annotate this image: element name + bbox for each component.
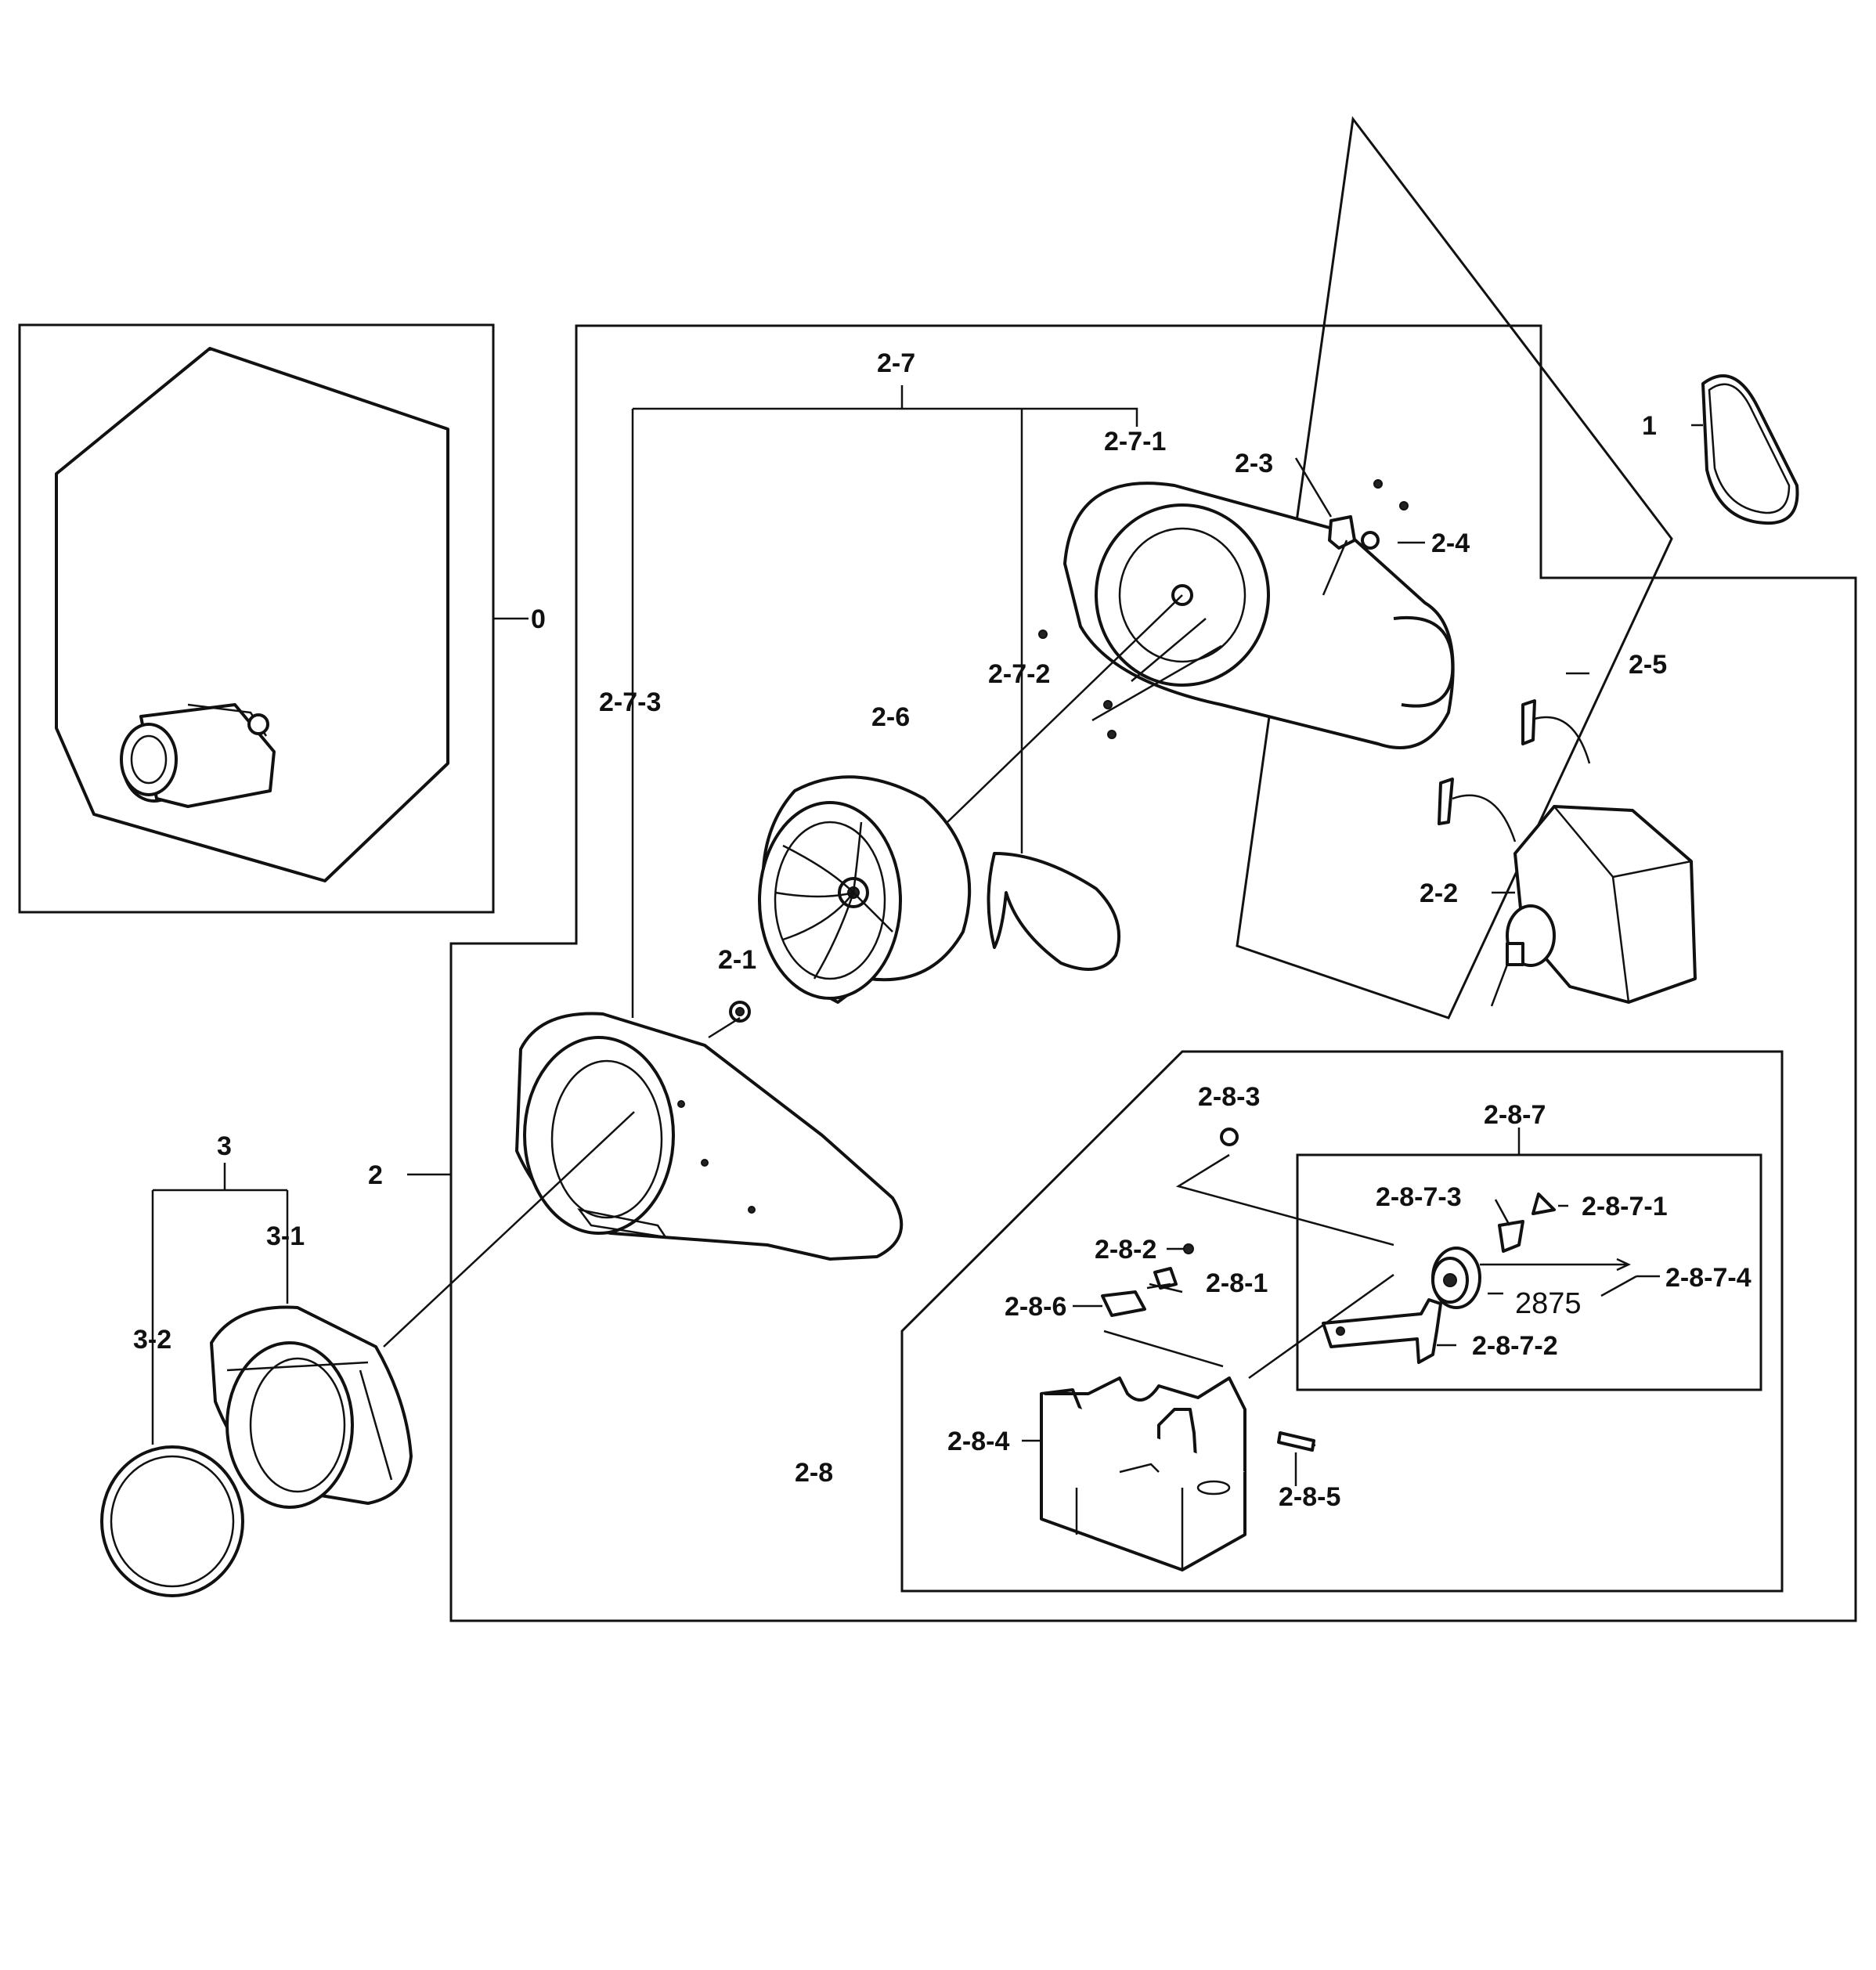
part-2-2-motor xyxy=(1506,805,1697,1004)
callout-2-8-4: 2-8-4 xyxy=(947,1427,1009,1456)
callout-2-8-5: 2-8-5 xyxy=(1279,1482,1340,1512)
callout-2-5: 2-5 xyxy=(1629,650,1667,680)
part-3-2-ring-seal xyxy=(100,1445,244,1597)
part-2-5-clips xyxy=(1438,699,1591,842)
part-2-8-7-2-idler-arm xyxy=(1322,1298,1442,1364)
callout-2875: 2875 xyxy=(1515,1287,1582,1320)
callout-2-7: 2-7 xyxy=(877,348,915,378)
callout-2-7-1: 2-7-1 xyxy=(1104,427,1166,456)
part-2-8-1-lever xyxy=(1153,1267,1178,1290)
callout-2-8-7-1: 2-8-7-1 xyxy=(1582,1192,1668,1221)
part-2-3-bracket xyxy=(1328,479,1409,550)
part-2-8-7-1-clip xyxy=(1531,1192,1556,1215)
callout-2-8-1: 2-8-1 xyxy=(1206,1268,1268,1298)
frame-assembly-2 xyxy=(449,324,1857,1622)
part-2-6-blower-wheel xyxy=(758,775,972,1004)
part-2-8-7-pulley xyxy=(1431,1247,1481,1309)
part-2-8-7-3-shaft xyxy=(1498,1220,1524,1253)
callout-labels: 0 1 2 2-1 2-2 2-3 2-4 2-5 2-6 2-7 2-7-1 … xyxy=(133,348,1752,1512)
part-2-8-2-screw xyxy=(1183,1243,1194,1254)
part-2-7-2-seal xyxy=(987,852,1121,971)
callout-2-8-7-2: 2-8-7-2 xyxy=(1472,1331,1558,1361)
callout-0: 0 xyxy=(531,604,546,634)
callout-2: 2 xyxy=(368,1160,383,1190)
callout-2-7-3: 2-7-3 xyxy=(599,687,661,717)
callout-2-8-2: 2-8-2 xyxy=(1095,1235,1156,1265)
callout-2-6: 2-6 xyxy=(871,702,910,732)
callout-2-8: 2-8 xyxy=(795,1458,833,1488)
part-2-4-knob xyxy=(1361,531,1380,550)
callout-2-3: 2-3 xyxy=(1235,449,1273,478)
callout-3-2: 3-2 xyxy=(133,1325,171,1355)
callout-1: 1 xyxy=(1642,411,1657,441)
callout-2-4: 2-4 xyxy=(1431,529,1470,558)
callout-2-2: 2-2 xyxy=(1420,879,1458,908)
frame-assembly-2-8 xyxy=(900,1050,1784,1593)
part-2-8-5-spring xyxy=(1277,1431,1316,1452)
frame-assembly-2-8-7 xyxy=(1296,1153,1762,1391)
callout-2-8-7-3: 2-8-7-3 xyxy=(1376,1182,1462,1212)
callout-2-1: 2-1 xyxy=(718,945,756,975)
leader-lines xyxy=(151,385,1703,1486)
part-2-8-3-screw xyxy=(1220,1128,1239,1146)
part-2-7-3-housing-front xyxy=(515,1012,904,1261)
part-1-belt xyxy=(1701,374,1799,525)
callout-2-7-2: 2-7-2 xyxy=(988,659,1050,689)
callout-2-8-7: 2-8-7 xyxy=(1484,1100,1546,1130)
callout-2-8-6: 2-8-6 xyxy=(1005,1292,1066,1322)
part-3-1-front-housing xyxy=(210,1305,413,1509)
callout-3-1: 3-1 xyxy=(266,1221,305,1251)
part-2-1-nut xyxy=(729,1001,751,1023)
part-2-7-1-housing-rear xyxy=(1038,482,1455,749)
part-2-8-4-motor-bracket xyxy=(1040,1376,1246,1571)
callout-2-8-3: 2-8-3 xyxy=(1198,1082,1260,1112)
part-2-8-6-switch xyxy=(1101,1290,1146,1317)
callout-2-8-7-4: 2-8-7-4 xyxy=(1665,1263,1752,1293)
part-0-duct-assembly xyxy=(55,347,449,882)
callout-3: 3 xyxy=(217,1131,232,1161)
